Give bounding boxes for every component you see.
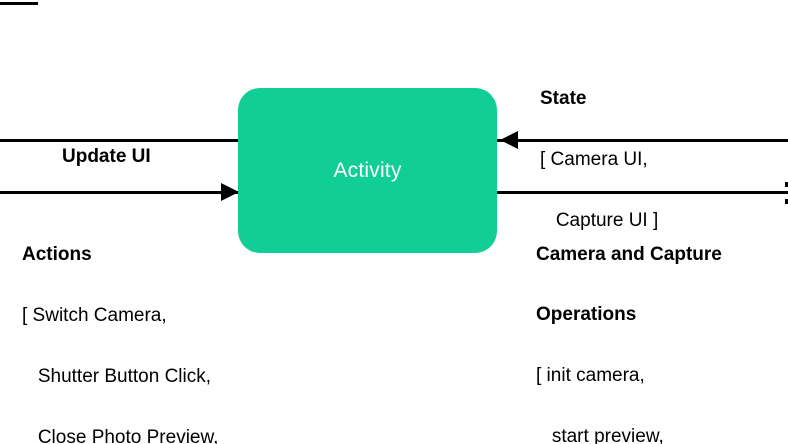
activity-node: Activity [238, 88, 497, 253]
flow-line-actions [0, 191, 243, 194]
flow-line-state [494, 139, 788, 142]
top-edge-stub [0, 2, 38, 5]
flow-label-camera-operations-item-1: start preview, [536, 426, 664, 444]
flow-label-camera-operations: Camera and Capture Operations [ init cam… [536, 207, 722, 444]
flow-label-state: State [ Camera UI, Capture UI ] [540, 51, 658, 269]
arrowhead-right-icon [221, 183, 239, 201]
flow-label-state-item-1: Capture UI ] [540, 210, 659, 231]
flow-label-actions-item-2: Close Photo Preview, [22, 427, 219, 444]
flow-label-camera-operations-title-line1: Camera and Capture [536, 244, 722, 265]
flow-label-actions: Actions [ Switch Camera, Shutter Button … [22, 207, 258, 444]
flow-label-actions-item-0: [ Switch Camera, [22, 305, 167, 326]
flow-label-actions-title: Actions [22, 244, 92, 265]
flow-label-update-ui-title: Update UI [62, 146, 151, 167]
flow-line-update-ui [0, 139, 243, 142]
flow-label-state-title: State [540, 88, 587, 109]
flow-label-camera-operations-item-0: [ init camera, [536, 365, 645, 386]
activity-node-label: Activity [333, 158, 402, 182]
flow-label-actions-item-1: Shutter Button Click, [22, 366, 212, 387]
flow-label-camera-operations-title-line2: Operations [536, 304, 637, 325]
flow-line-camera-operations [494, 191, 788, 194]
right-edge-tick-upper [785, 182, 788, 187]
flow-label-update-ui: Update UI [62, 109, 151, 205]
arrowhead-left-icon [500, 131, 518, 149]
flow-label-state-item-0: [ Camera UI, [540, 149, 648, 170]
right-edge-tick-lower [785, 199, 788, 204]
